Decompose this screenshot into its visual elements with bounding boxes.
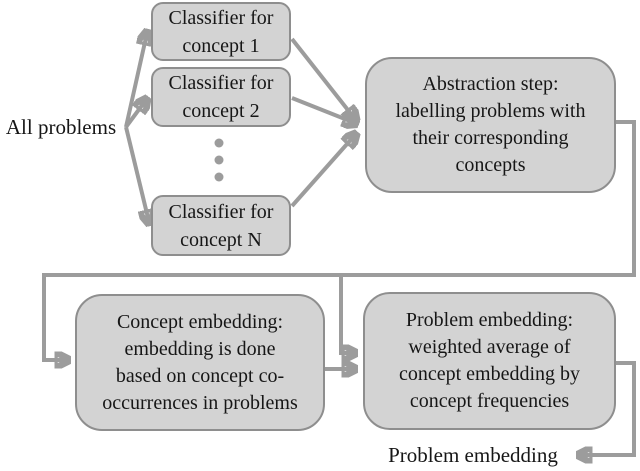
problem-embedding-output-label: Problem embedding	[388, 443, 558, 467]
arrow-abstraction-branch-to-problem-embedding	[339, 275, 354, 353]
all-problems-label: All problems	[5, 115, 117, 139]
arrow-classifier-1-to-abstraction	[290, 37, 355, 119]
arrow-all-problems-to-classifier-1	[124, 33, 147, 128]
problem-embedding-box: Problem embedding: weighted average of c…	[363, 292, 616, 430]
classifier-concept-1-box: Classifier for concept 1	[151, 2, 291, 61]
vertical-ellipsis-icon	[214, 138, 224, 182]
abstraction-step-box: Abstraction step: labelling problems wit…	[365, 57, 616, 193]
classifier-concept-n-box: Classifier for concept N	[151, 195, 291, 256]
arrow-classifier-2-to-abstraction	[291, 96, 355, 123]
classifier-concept-2-box: Classifier for concept 2	[151, 67, 291, 127]
concept-embedding-box: Concept embedding: embedding is done bas…	[75, 294, 325, 431]
arrow-all-problems-to-classifier-2	[124, 100, 146, 129]
arrow-classifier-n-to-abstraction	[290, 135, 355, 208]
arrow-all-problems-to-classifier-n	[124, 126, 149, 222]
arrow-problem-embedding-to-output-label	[580, 361, 636, 455]
